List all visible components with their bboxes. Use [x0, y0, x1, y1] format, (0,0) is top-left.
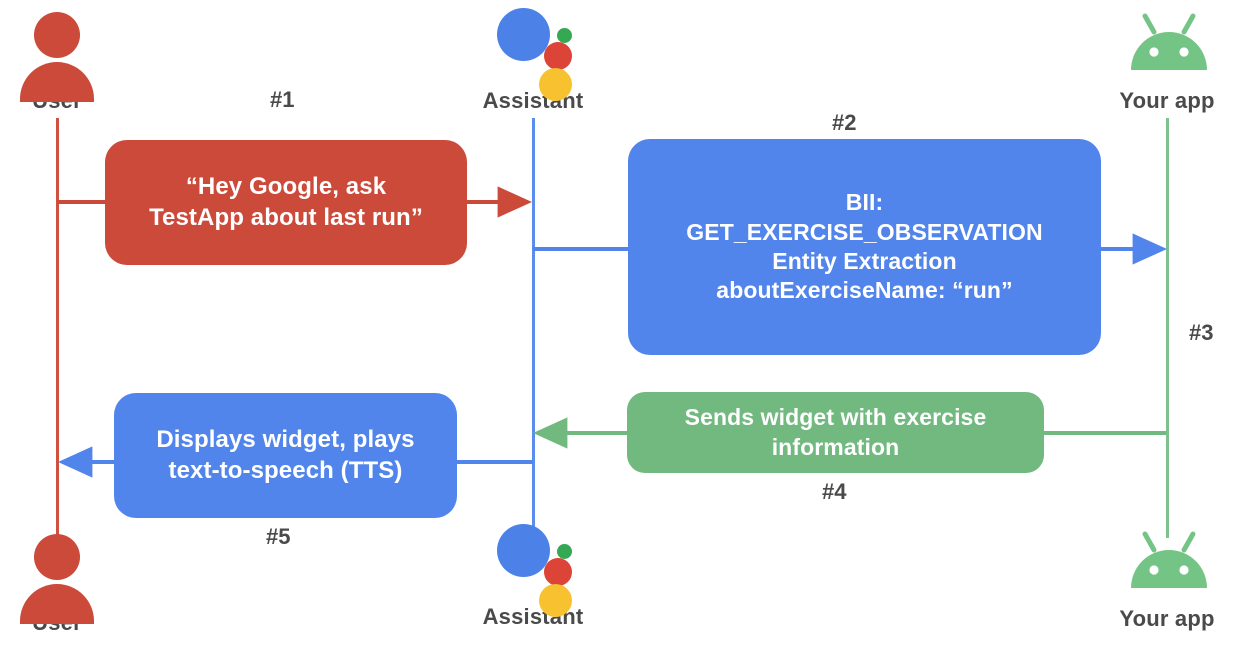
step-label-2: #2 [832, 110, 857, 135]
message-2-line-2: GET_EXERCISE_OBSERVATION [686, 218, 1043, 245]
message-2-line-3: Entity Extraction [772, 248, 957, 274]
actor-label-app: Your app [1119, 88, 1215, 113]
lifeline-app [1166, 118, 1169, 538]
assistant-blue-dot-icon [497, 8, 550, 61]
message-box-2[interactable]: BII: GET_EXERCISE_OBSERVATION Entity Ext… [628, 139, 1101, 355]
android-icon [1117, 6, 1217, 84]
user-body-shape [20, 584, 94, 624]
android-head-shape [1131, 531, 1207, 588]
user-head-shape [34, 12, 80, 58]
actor-label-app: Your app [1119, 606, 1215, 631]
actor-assistant-bottom: Assistant [458, 522, 608, 628]
assistant-green-dot-icon [557, 544, 572, 559]
actor-assistant-top: Assistant [458, 6, 608, 112]
step-label-5: #5 [266, 524, 291, 549]
lifeline-user [56, 118, 59, 538]
message-1-line-2: TestApp about last run” [149, 203, 423, 231]
message-box-5[interactable]: Displays widget, plays text-to-speech (T… [114, 393, 457, 518]
actor-label-assistant: Assistant [482, 88, 584, 113]
actor-app-top: Your app [1092, 6, 1242, 112]
assistant-yellow-dot-icon [539, 68, 572, 101]
message-2-line-4: aboutExerciseName: “run” [716, 277, 1013, 304]
actor-user-top: User [0, 6, 132, 112]
assistant-blue-dot-icon [497, 524, 550, 577]
message-4-line-2: information [771, 433, 900, 460]
message-1-line-1: “Hey Google, ask [185, 172, 387, 200]
message-5-line-1: Displays widget, plays [156, 425, 415, 453]
google-assistant-icon [483, 6, 583, 101]
actor-label-assistant: Assistant [482, 604, 584, 629]
step-label-3: #3 [1189, 320, 1214, 345]
message-5-line-2: text-to-speech (TTS) [168, 456, 403, 484]
message-4-line-1: Sends widget with exercise [684, 404, 987, 431]
android-icon [1117, 524, 1217, 602]
google-assistant-icon [483, 522, 583, 617]
lifeline-assistant [532, 118, 535, 538]
message-2-line-1: BII: [845, 189, 884, 216]
assistant-green-dot-icon [557, 28, 572, 43]
actor-user-bottom: User [0, 528, 132, 634]
user-icon [7, 6, 107, 102]
actor-app-bottom: Your app [1092, 524, 1242, 630]
android-head-shape [1131, 13, 1207, 70]
user-head-shape [34, 534, 80, 580]
assistant-yellow-dot-icon [539, 584, 572, 617]
step-label-1: #1 [270, 87, 295, 112]
assistant-red-dot-icon [544, 558, 572, 586]
message-box-4[interactable]: Sends widget with exercise information [627, 392, 1044, 473]
user-icon [7, 528, 107, 624]
step-label-4: #4 [822, 479, 847, 504]
message-box-1[interactable]: “Hey Google, ask TestApp about last run” [105, 140, 467, 265]
user-body-shape [20, 62, 94, 102]
assistant-red-dot-icon [544, 42, 572, 70]
